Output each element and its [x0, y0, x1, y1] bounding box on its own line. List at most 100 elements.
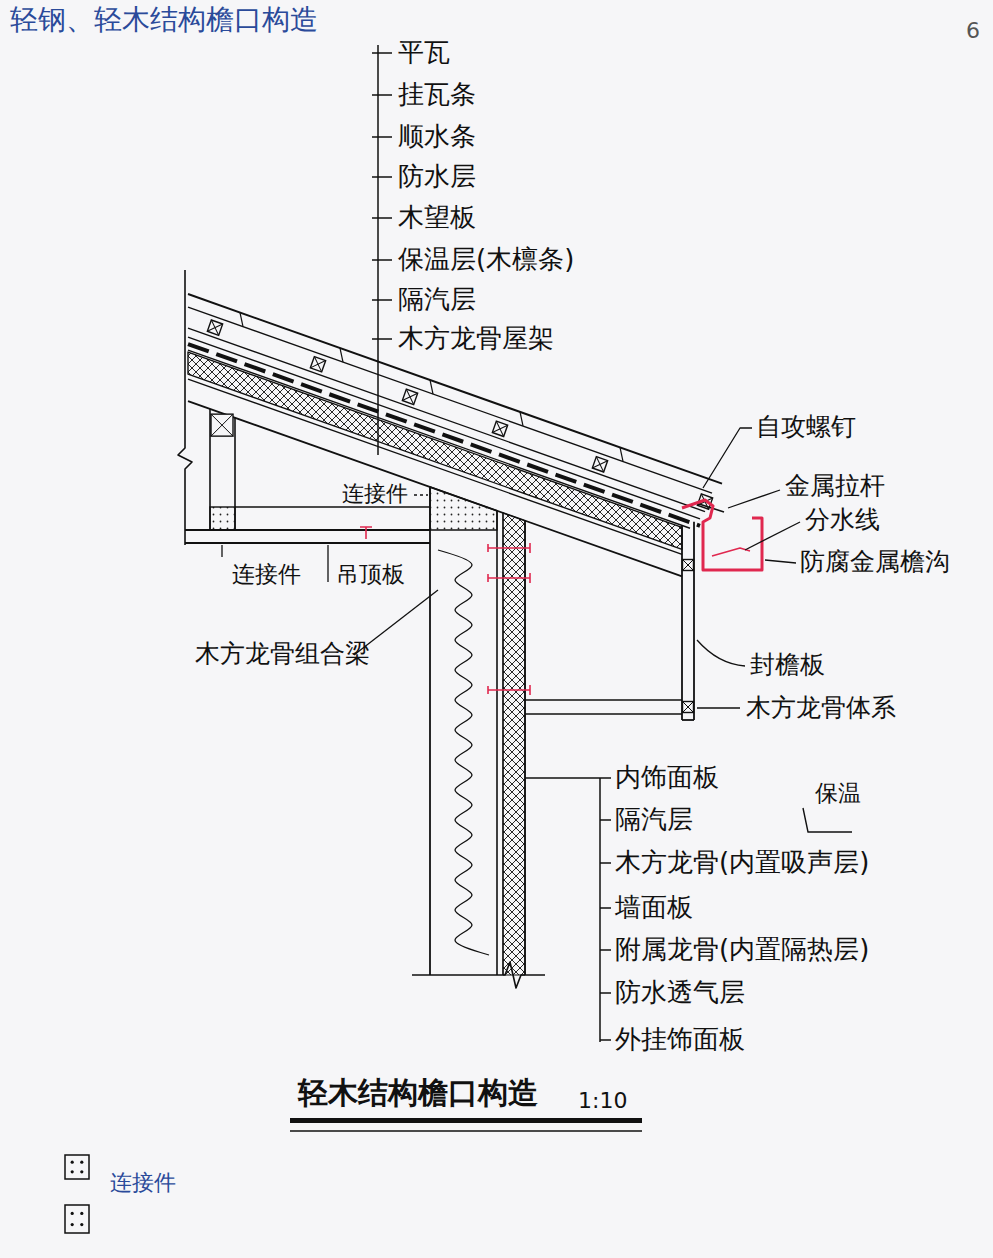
part-label: 分水线	[805, 506, 880, 535]
leader-line	[697, 707, 740, 708]
wall-board-hatch	[503, 513, 525, 975]
fascia-joint	[683, 702, 694, 713]
wall-line	[429, 487, 431, 975]
wall-top-connector	[430, 487, 497, 530]
part-label: 墙面板	[615, 893, 693, 923]
soffit-line	[525, 699, 682, 701]
fascia-board	[682, 719, 694, 721]
rafter-line	[188, 401, 682, 576]
part-label: 金属拉杆	[785, 472, 885, 501]
part-label: 封檐板	[750, 651, 825, 680]
fascia-board	[693, 522, 695, 720]
part-label: 保温层(木檩条)	[398, 245, 574, 275]
title: 轻钢、轻木结构檐口构造	[10, 4, 318, 36]
caption: 轻木结构檐口构造	[298, 1076, 538, 1111]
part-label: 防水透气层	[615, 978, 745, 1008]
tile-batten	[492, 421, 507, 436]
caption-underline	[290, 1118, 642, 1123]
leader-tick	[600, 862, 611, 864]
part-label: 隔汽层	[398, 285, 476, 315]
roof-insulation	[188, 352, 682, 549]
leader-tick	[600, 992, 611, 994]
part-label: 挂瓦条	[398, 80, 476, 110]
wall-insulation	[438, 550, 489, 955]
tile-batten	[592, 457, 607, 472]
part-label: 吊顶板	[336, 561, 405, 587]
leader-tick	[600, 777, 611, 779]
fascia-joint	[683, 560, 694, 571]
fastener-mark	[488, 573, 530, 583]
ceiling-joist	[235, 506, 430, 507]
fastener-mark	[360, 527, 372, 539]
part-label: 连接件	[342, 481, 408, 506]
leader-line	[728, 490, 780, 508]
gutter-divide-line	[712, 548, 750, 556]
ceiling-board	[185, 542, 430, 544]
leader-tick	[600, 949, 611, 951]
leader-tick	[600, 907, 611, 909]
part-label: 顺水条	[398, 122, 476, 152]
vapour-barrier-line	[188, 379, 682, 554]
part-label: 6	[966, 18, 980, 43]
caption-underline	[290, 1130, 642, 1132]
leader-tick	[372, 299, 392, 301]
part-label: 木方龙骨组合梁	[195, 640, 370, 669]
part-label: 防腐金属檐沟	[800, 548, 950, 577]
counter-batten-line	[188, 328, 705, 512]
legend-swatch	[58, 1148, 98, 1238]
leader-line	[327, 545, 328, 582]
soffit-line	[525, 713, 682, 715]
tile-joint	[240, 313, 243, 327]
leader-line	[703, 428, 752, 488]
metal-gutter	[682, 500, 762, 570]
leader-line	[599, 778, 601, 1042]
connector-plate	[210, 507, 235, 530]
part-label: 保温	[815, 780, 861, 806]
part-label: 1:10	[578, 1088, 627, 1113]
part-label: 连接件	[232, 561, 301, 587]
part-label: 附属龙骨(内置隔热层)	[615, 935, 869, 965]
leader-tick	[372, 136, 392, 138]
part-label: 木望板	[398, 203, 476, 233]
legend-label: 连接件	[110, 1170, 176, 1195]
ceiling-line	[185, 529, 430, 531]
tile-batten	[402, 389, 417, 404]
truss-joint	[211, 414, 233, 436]
tile-joint	[430, 380, 433, 394]
wall-line	[496, 511, 498, 975]
leader-line	[697, 640, 745, 666]
tile-batten	[310, 357, 325, 372]
part-label: 木方龙骨屋架	[398, 324, 554, 354]
part-label: 自攻螺钉	[756, 413, 856, 442]
leader-tick	[372, 217, 392, 219]
leader-line	[377, 45, 379, 455]
leader-tick	[372, 259, 392, 261]
tile-joint	[620, 447, 623, 461]
part-label: 内饰面板	[615, 763, 719, 793]
leader-line	[745, 522, 800, 550]
tile-joint	[340, 348, 343, 362]
part-label: 木方龙骨体系	[746, 694, 896, 723]
leader-tick	[600, 1039, 611, 1041]
part-label: 外挂饰面板	[615, 1025, 745, 1055]
leader-line	[765, 560, 796, 563]
leader-tick	[600, 819, 611, 821]
tile-batten	[207, 320, 222, 335]
leader-tick	[372, 94, 392, 96]
fastener-mark	[488, 685, 530, 695]
leader-line	[414, 494, 428, 495]
break-line	[412, 962, 545, 988]
tile-joint	[520, 412, 523, 426]
part-label: 防水层	[398, 162, 476, 192]
part-label: 平瓦	[398, 38, 450, 68]
leader-tick	[372, 176, 392, 178]
fastener-mark	[488, 543, 530, 553]
leader-line	[525, 777, 600, 779]
leader-line	[221, 545, 222, 557]
annotation-mark	[803, 808, 852, 832]
leader-tick	[372, 338, 392, 340]
part-label: 木方龙骨(内置吸声层)	[615, 848, 869, 878]
leader-tick	[372, 52, 392, 54]
part-label: 隔汽层	[615, 805, 693, 835]
